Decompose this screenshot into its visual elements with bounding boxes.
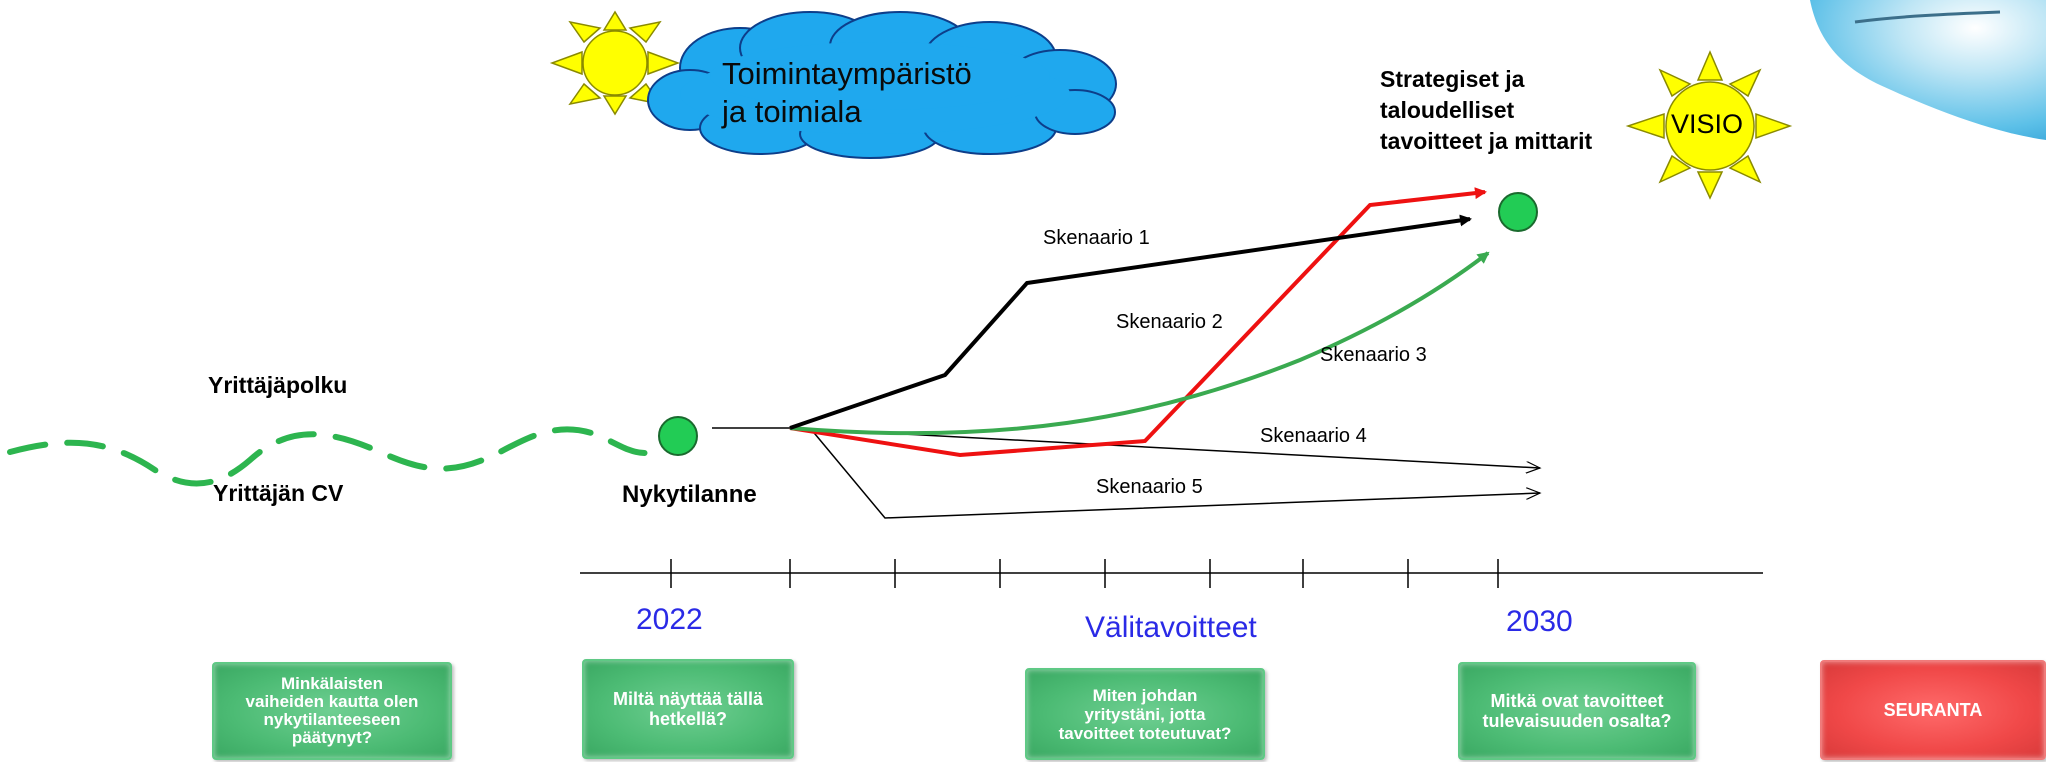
scenario-1-label: Skenaario 1 <box>1043 227 1150 249</box>
past-line-1: Minkälaisten <box>280 674 384 693</box>
milestones-line-1: Miten johdan <box>1092 685 1198 705</box>
milestones-line-3: tavoitteet toteutuvat? <box>1058 723 1232 743</box>
timeline-end-label: 2030 <box>1506 605 1573 638</box>
timeline-middle-label: Välitavoitteet <box>1085 611 1257 644</box>
present-state-button[interactable]: Miltä näyttää tällä hetkellä? <box>582 659 794 759</box>
target-node <box>1498 192 1538 232</box>
timeline-start-label: 2022 <box>636 603 703 636</box>
milestones-button[interactable]: Miten johdan yritystäni, jotta tavoittee… <box>1025 668 1265 760</box>
present-line-2: hetkellä? <box>648 709 727 729</box>
context-cloud-label: Toimintaympäristö ja toimiala <box>722 55 972 131</box>
vision-label: VISIO <box>1671 109 1744 139</box>
landscape-image <box>1810 0 2046 140</box>
goals-line-1: Strategiset ja <box>1380 66 1525 92</box>
path-bottom-label: Yrittäjän CV <box>213 480 344 506</box>
context-line-2: ja toimiala <box>722 94 862 129</box>
scenario-5-line <box>809 427 1540 519</box>
goals-line-2: taloudelliset <box>1380 97 1515 123</box>
milestones-line-2: yritystäni, jotta <box>1084 704 1206 724</box>
current-state-node <box>658 416 698 456</box>
scenario-2-label: Skenaario 2 <box>1116 311 1223 333</box>
current-state-label: Nykytilanne <box>622 481 757 508</box>
timeline-axis <box>580 559 1763 588</box>
scenario-4-label: Skenaario 4 <box>1260 425 1367 447</box>
sun-icon <box>549 10 681 116</box>
goals-label: Strategiset ja taloudelliset tavoitteet … <box>1380 64 1592 157</box>
followup-label: SEURANTA <box>1883 699 1983 720</box>
followup-button[interactable]: SEURANTA <box>1820 660 2046 760</box>
scenario-5-label: Skenaario 5 <box>1096 476 1203 498</box>
past-stages-button[interactable]: Minkälaisten vaiheiden kautta olen nykyt… <box>212 662 452 760</box>
present-line-1: Miltä näyttää tällä <box>612 689 764 709</box>
scenario-2-line <box>789 187 1487 458</box>
context-line-1: Toimintaympäristö <box>722 56 972 91</box>
past-line-2: vaiheiden kautta olen <box>245 692 419 711</box>
goals-line-3: tavoitteet ja mittarit <box>1380 128 1593 154</box>
scenario-3-label: Skenaario 3 <box>1320 344 1427 366</box>
future-goals-button[interactable]: Mitkä ovat tavoitteet tulevaisuuden osal… <box>1458 662 1696 760</box>
vision-sun-icon <box>1625 50 1793 200</box>
entrepreneur-path <box>7 426 668 487</box>
past-line-3: nykytilanteeseen <box>263 710 401 729</box>
path-top-label: Yrittäjäpolku <box>208 372 348 398</box>
scenario-3-line <box>789 251 1490 436</box>
past-line-4: päätynyt? <box>291 728 373 747</box>
future-line-2: tulevaisuuden osalta? <box>1482 711 1672 731</box>
future-line-1: Mitkä ovat tavoitteet <box>1490 691 1664 711</box>
scenario-1-line <box>789 214 1472 430</box>
